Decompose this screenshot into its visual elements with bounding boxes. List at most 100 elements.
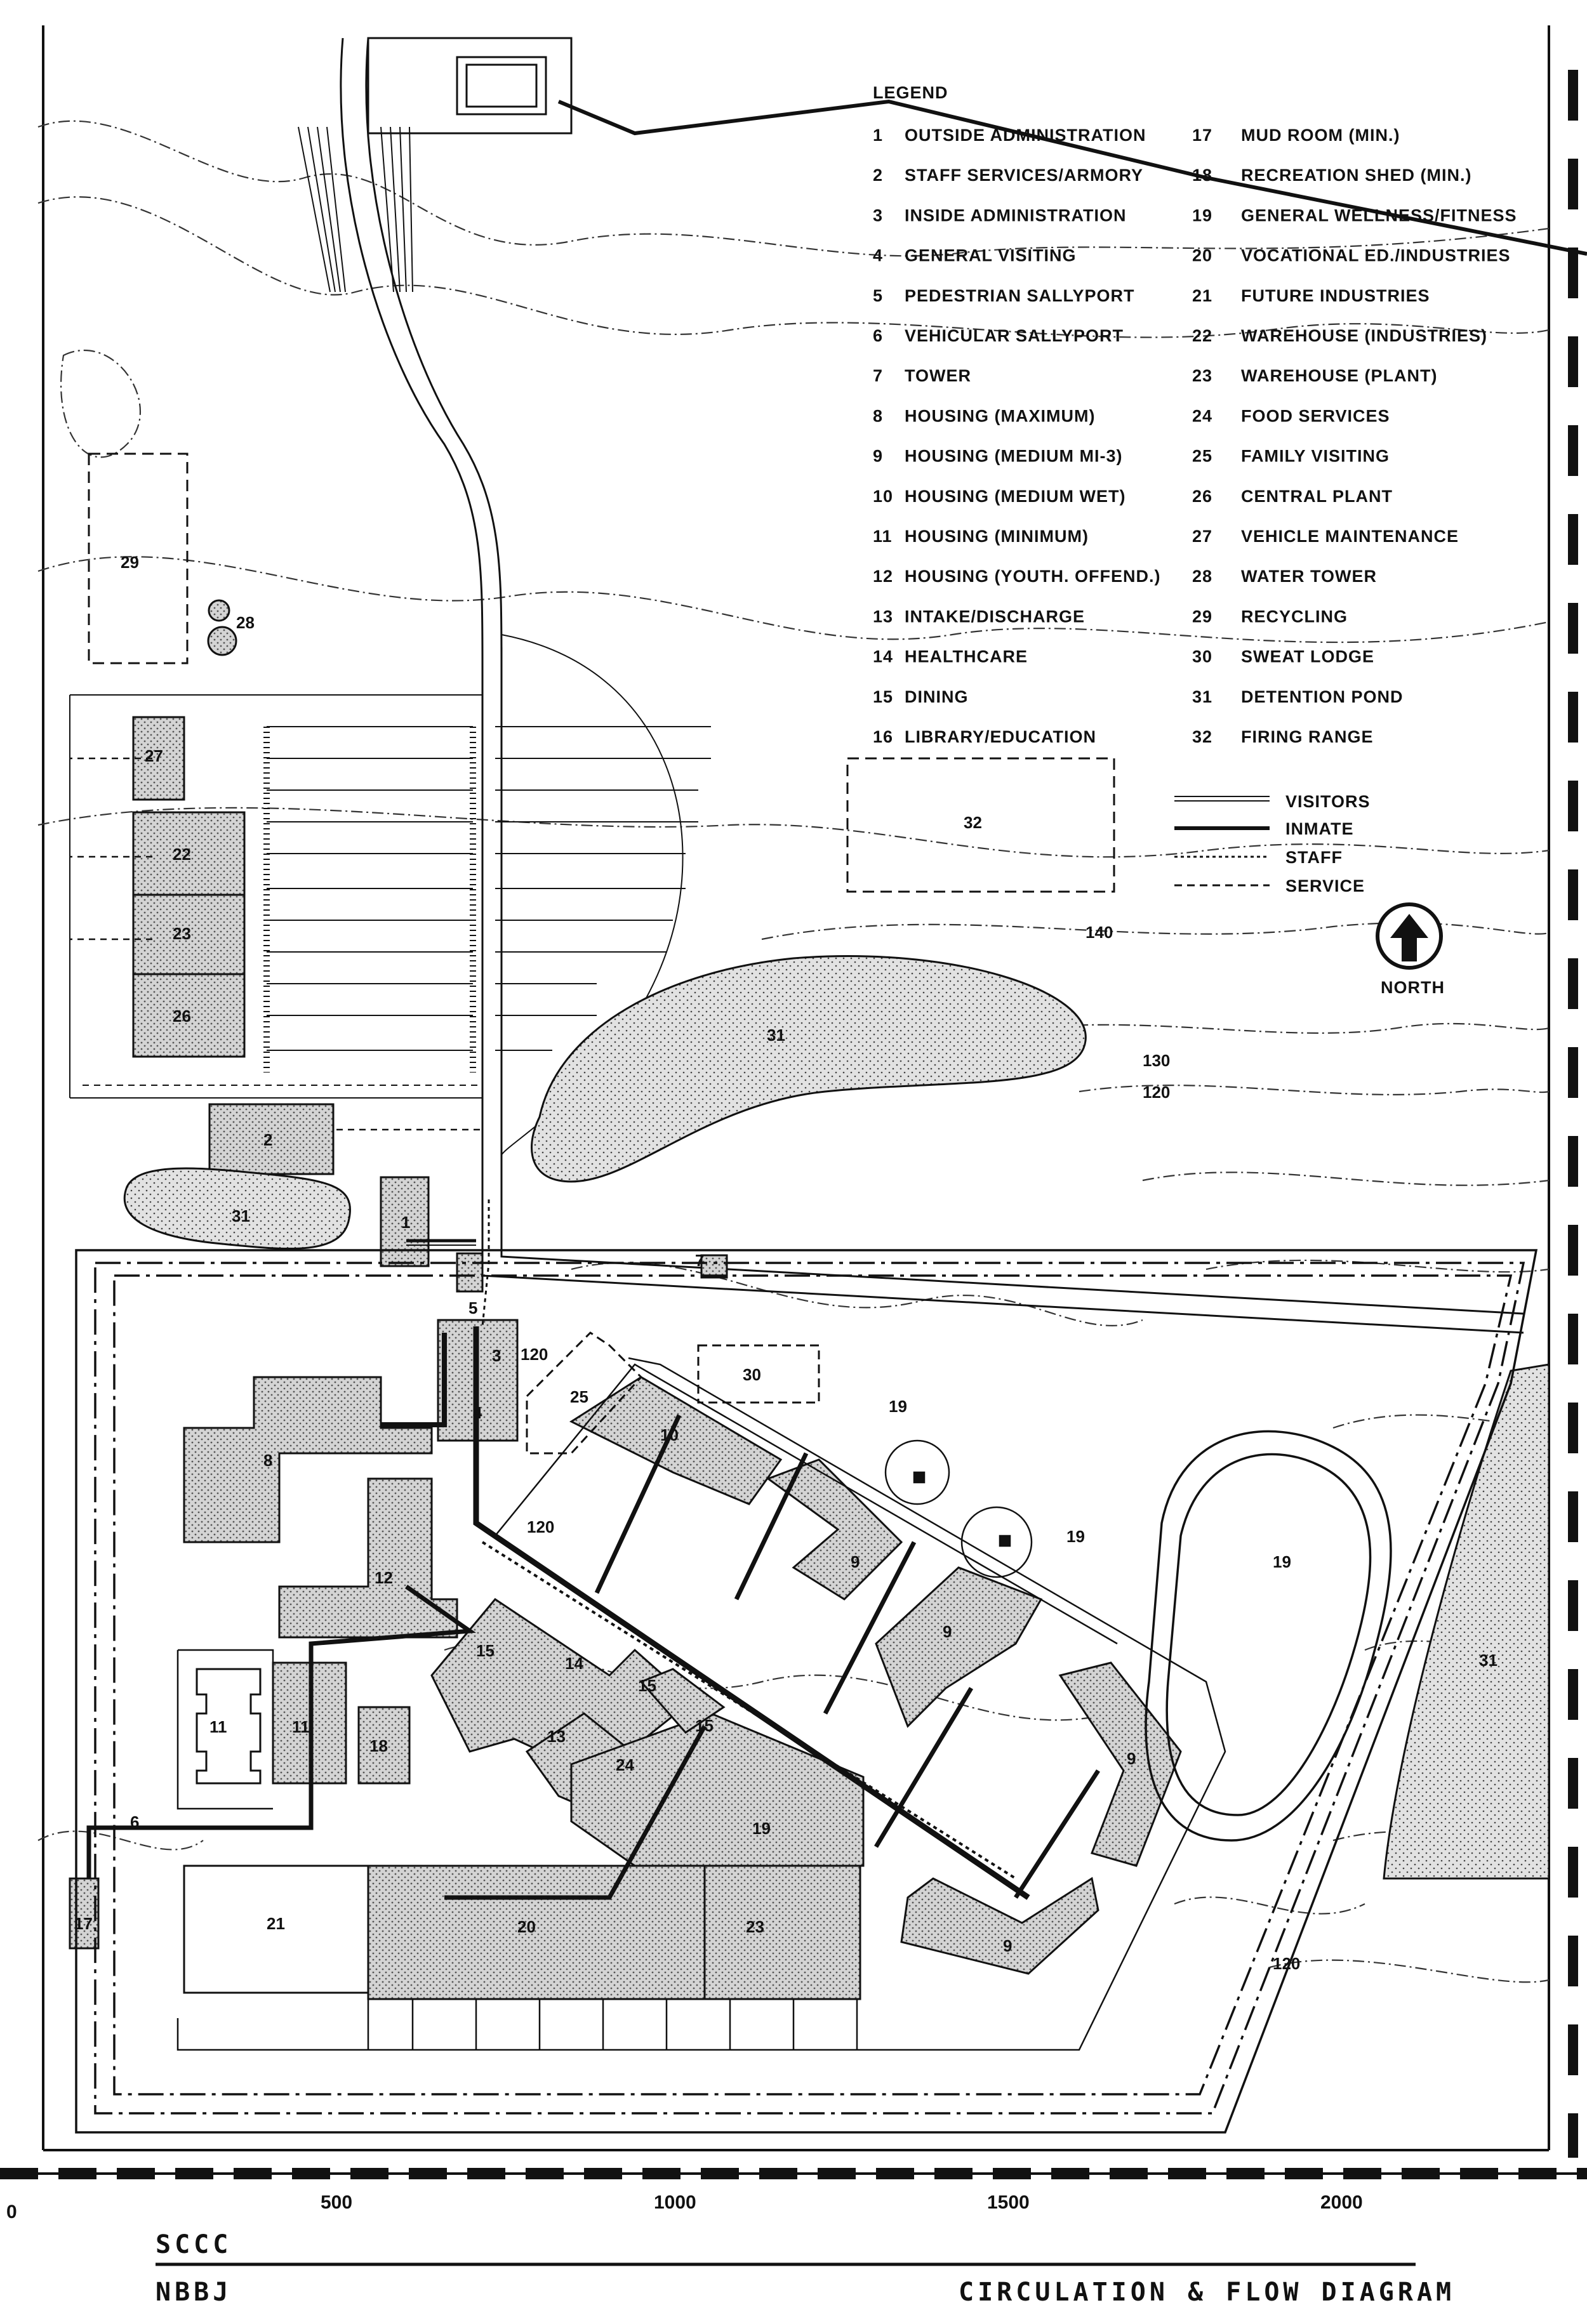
perimeter-fence bbox=[75, 1249, 1538, 2134]
label-23-north: 23 bbox=[173, 924, 191, 943]
label-15-a: 15 bbox=[476, 1641, 495, 1660]
legend-item-label: FAMILY VISITING bbox=[1241, 447, 1390, 466]
legend-item-label: LIBRARY/EDUCATION bbox=[905, 727, 1096, 746]
legend-item-label: PEDESTRIAN SALLYPORT bbox=[905, 286, 1135, 305]
building-2 bbox=[208, 1103, 335, 1175]
legend-item-number: 21 bbox=[1192, 286, 1212, 305]
building-8 bbox=[183, 1376, 433, 1543]
firm-name: NBBJ bbox=[156, 2278, 232, 2307]
label-21: 21 bbox=[267, 1914, 285, 1933]
project-name: SCCC bbox=[156, 2230, 232, 2259]
legend-item-number: 16 bbox=[873, 727, 893, 746]
legend-item-number: 20 bbox=[1192, 246, 1212, 265]
legend-item-label: RECREATION SHED (MIN.) bbox=[1241, 166, 1472, 185]
detention-ponds bbox=[123, 955, 1550, 1880]
building-21 bbox=[183, 1865, 369, 1994]
label-12: 12 bbox=[375, 1568, 393, 1587]
legend-item-number: 23 bbox=[1192, 366, 1212, 385]
label-19-d: 19 bbox=[752, 1819, 771, 1838]
building-27 bbox=[132, 716, 185, 801]
legend-item-number: 27 bbox=[1192, 527, 1212, 546]
label-5: 5 bbox=[468, 1298, 477, 1317]
legend-item-label: WAREHOUSE (PLANT) bbox=[1241, 366, 1438, 385]
label-13: 13 bbox=[547, 1727, 566, 1746]
legend-item-number: 5 bbox=[873, 286, 883, 305]
building-18 bbox=[357, 1706, 411, 1785]
label-3: 3 bbox=[492, 1346, 501, 1365]
building-outlines bbox=[88, 452, 1115, 1994]
label-25: 25 bbox=[570, 1387, 588, 1406]
scale-tick-1000: 1000 bbox=[654, 2192, 696, 2213]
legend-item-number: 15 bbox=[873, 687, 893, 706]
legend-item-label: SWEAT LODGE bbox=[1241, 647, 1374, 666]
parking-lot bbox=[69, 634, 711, 1156]
label-17: 17 bbox=[74, 1914, 93, 1933]
label-29: 29 bbox=[121, 553, 139, 572]
building-9-c bbox=[1058, 1661, 1182, 1867]
building-9-a bbox=[766, 1458, 903, 1601]
legend-item-label: FOOD SERVICES bbox=[1241, 406, 1390, 425]
legend-item-label: WATER TOWER bbox=[1241, 567, 1377, 586]
legend-item-label: VOCATIONAL ED./INDUSTRIES bbox=[1241, 246, 1511, 265]
legend-item-label: FIRING RANGE bbox=[1241, 727, 1374, 746]
legend-item-number: 32 bbox=[1192, 727, 1212, 746]
legend-item-number: 17 bbox=[1192, 126, 1212, 145]
label-28: 28 bbox=[236, 613, 255, 632]
label-6: 6 bbox=[130, 1812, 139, 1832]
legend-item-label: HOUSING (MEDIUM MI-3) bbox=[905, 447, 1122, 466]
label-31-b: 31 bbox=[232, 1206, 250, 1225]
legend-item-label: HOUSING (MAXIMUM) bbox=[905, 406, 1095, 425]
embankment-hatch bbox=[298, 126, 413, 293]
field-markers bbox=[913, 1471, 1011, 1547]
label-26: 26 bbox=[173, 1007, 191, 1026]
legend-item-label: GENERAL WELLNESS/FITNESS bbox=[1241, 206, 1517, 225]
line-key-inmate: INMATE bbox=[1285, 819, 1354, 838]
legend-item-number: 31 bbox=[1192, 687, 1212, 706]
legend-item-label: INSIDE ADMINISTRATION bbox=[905, 206, 1127, 225]
legend-item-number: 3 bbox=[873, 206, 883, 225]
label-27: 27 bbox=[145, 746, 163, 765]
label-15-c: 15 bbox=[695, 1716, 714, 1735]
building-11-a bbox=[196, 1668, 262, 1785]
label-8: 8 bbox=[263, 1451, 272, 1470]
contour-label-140: 140 bbox=[1086, 923, 1113, 942]
legend-item-number: 7 bbox=[873, 366, 883, 385]
legend-item-label: HOUSING (MEDIUM WET) bbox=[905, 487, 1126, 506]
legend-item-number: 13 bbox=[873, 607, 893, 626]
legend-item-number: 8 bbox=[873, 406, 883, 425]
legend-item-number: 28 bbox=[1192, 567, 1212, 586]
legend-item-number: 26 bbox=[1192, 487, 1212, 506]
water-tower bbox=[207, 599, 237, 656]
pond-31-b bbox=[123, 1167, 351, 1250]
building-23 bbox=[703, 1865, 861, 2000]
legend-item-label: MUD ROOM (MIN.) bbox=[1241, 126, 1400, 145]
contour-label-130: 130 bbox=[1143, 1051, 1170, 1070]
label-10: 10 bbox=[660, 1425, 679, 1444]
access-road bbox=[340, 37, 1587, 1334]
legend-item-label: HOUSING (YOUTH. OFFEND.) bbox=[905, 567, 1161, 586]
building-9-b bbox=[875, 1566, 1043, 1728]
legend-item-label: TOWER bbox=[905, 366, 971, 385]
legend-item-number: 12 bbox=[873, 567, 893, 586]
legend-item-label: VEHICULAR SALLYPORT bbox=[905, 326, 1124, 345]
scale-tick-1500: 1500 bbox=[987, 2192, 1030, 2213]
north-arrow: NORTH bbox=[1376, 902, 1444, 997]
label-11-b: 11 bbox=[292, 1717, 310, 1736]
legend-item-number: 25 bbox=[1192, 447, 1212, 466]
legend-item-number: 18 bbox=[1192, 166, 1212, 185]
legend-item-number: 1 bbox=[873, 126, 883, 145]
label-9-d: 9 bbox=[1003, 1936, 1012, 1955]
legend-item-label: GENERAL VISITING bbox=[905, 246, 1077, 265]
scale-tick-2000: 2000 bbox=[1320, 2192, 1363, 2213]
legend-item-label: WAREHOUSE (INDUSTRIES) bbox=[1241, 326, 1487, 345]
contour-label-120: 120 bbox=[1143, 1083, 1170, 1102]
label-22: 22 bbox=[173, 845, 191, 864]
legend-item-label: VEHICLE MAINTENANCE bbox=[1241, 527, 1459, 546]
label-31-a: 31 bbox=[767, 1026, 785, 1045]
legend-title: LEGEND bbox=[873, 83, 948, 102]
building-7 bbox=[700, 1254, 728, 1279]
pond-31-a bbox=[531, 955, 1087, 1183]
label-9-c: 9 bbox=[1127, 1749, 1136, 1768]
legend-item-label: STAFF SERVICES/ARMORY bbox=[905, 166, 1143, 185]
